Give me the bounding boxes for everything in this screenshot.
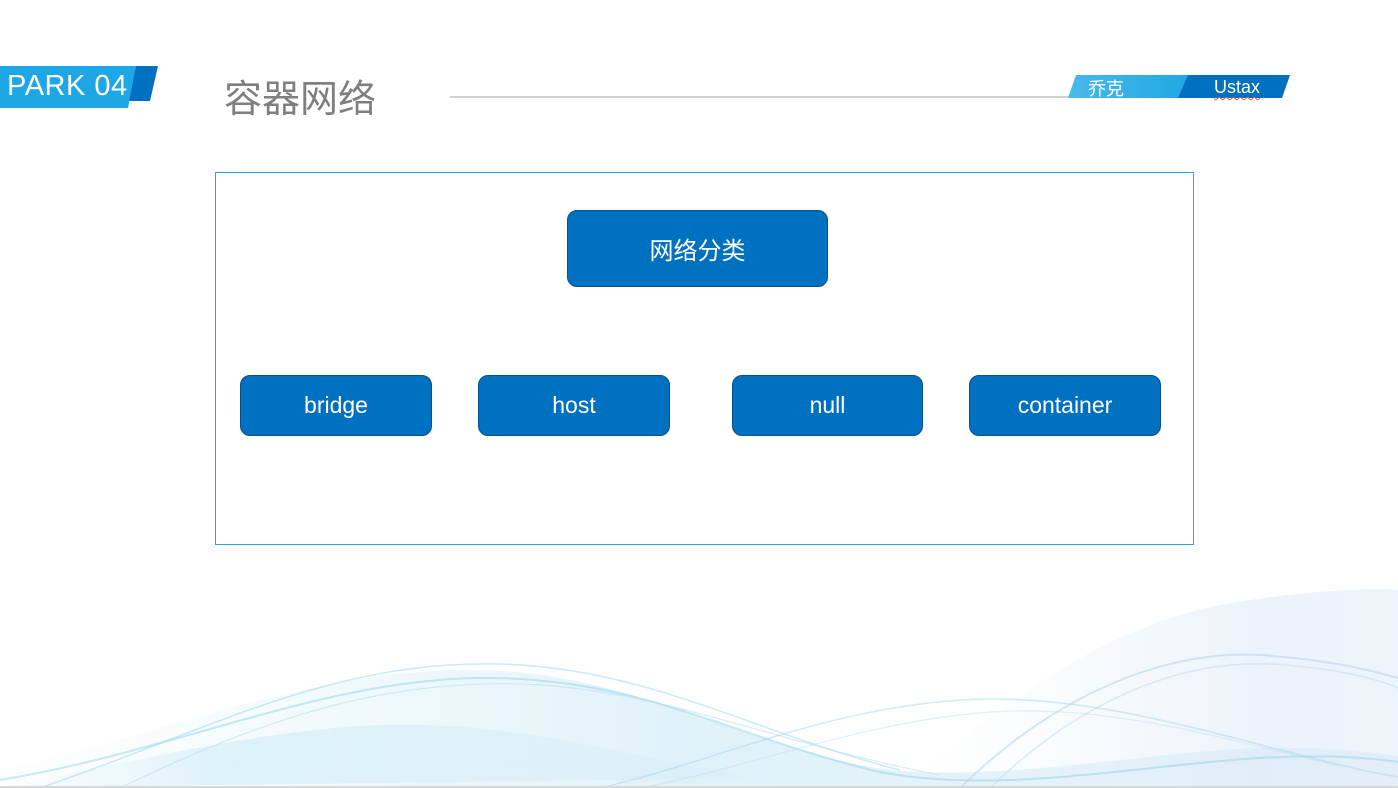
decorative-waves xyxy=(0,589,1398,788)
bottom-divider xyxy=(0,786,1398,788)
author-tag: 乔克 Ustax xyxy=(1068,75,1290,100)
bridge-node[interactable]: bridge xyxy=(240,375,432,436)
network-category-node[interactable]: 网络分类 xyxy=(567,210,828,287)
null-node[interactable]: null xyxy=(732,375,923,436)
part-tag: PARK 04 xyxy=(0,66,158,108)
part-tag-shape xyxy=(0,66,158,108)
part-tag-label: PARK 04 xyxy=(7,70,128,102)
container-node[interactable]: container xyxy=(969,375,1161,436)
author-name-en: Ustax xyxy=(1214,77,1261,97)
author-tag-shape xyxy=(1068,75,1290,98)
header-divider xyxy=(450,96,1090,98)
host-node[interactable]: host xyxy=(478,375,670,436)
page-title: 容器网络 xyxy=(224,77,377,121)
author-name-cn: 乔克 xyxy=(1088,79,1124,100)
